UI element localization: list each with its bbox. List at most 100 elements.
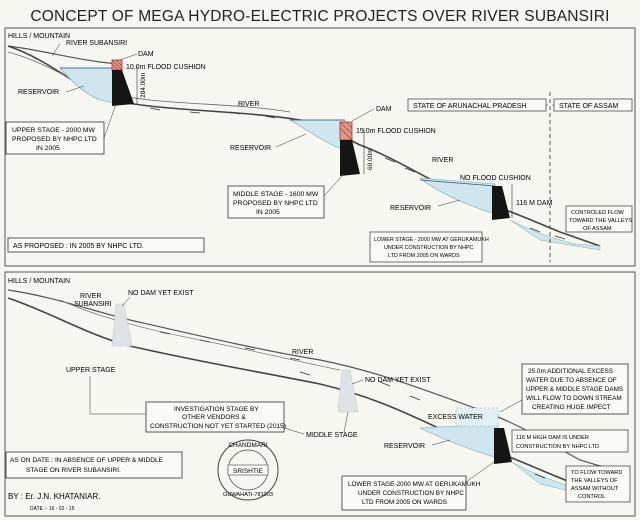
upper-stage-label: UPPER STAGE	[66, 367, 116, 374]
reservoir-label-bottom: RESERVOIR	[384, 443, 425, 450]
dam-height-2: 69.00m	[367, 148, 374, 170]
river-label-2: RIVER	[432, 157, 453, 164]
lower-reservoir-water-bottom	[419, 423, 499, 459]
lower-water-line	[419, 179, 496, 187]
flow-arrows-bottom	[159, 331, 546, 479]
middle-stage-line-1: MIDDLE STAGE - 1600 MW	[233, 191, 319, 198]
lower-stage-bottom-line-1: LOWER STAGE-2000 MW AT GERUKAMUKH	[348, 481, 481, 488]
upper-stage-line-2: PROPOSED BY NHPC LTD	[12, 136, 97, 143]
as-on-date-box	[5, 451, 183, 479]
middle-reservoir-water	[288, 119, 346, 151]
leader-no-dam-1	[121, 296, 131, 307]
middle-dam	[340, 140, 360, 176]
ghost-dam-middle	[337, 369, 359, 413]
state-arunachal-label: STATE OF ARUNACHAL PRADESH	[413, 103, 526, 110]
stamp-bottom: GUWAHATI-781003	[223, 492, 273, 498]
flood-cushion-1: 10.0m FLOOD CUSHION	[126, 64, 206, 71]
lower-stage-box-bottom	[341, 475, 467, 511]
excess-line-5: CREATING HUGE IMPECT	[532, 404, 611, 411]
middle-stage-line-3: IN 2005	[256, 209, 280, 216]
river-subansiri-label: RIVER SUBANSIRI	[66, 40, 127, 47]
lower-dam	[492, 186, 510, 220]
lower-dam-bottom	[494, 428, 512, 464]
dam-116-line-1: 116 M HIGH DAM IS UNDER	[516, 435, 589, 441]
upper-reservoir-water	[59, 67, 119, 105]
to-flow-line-4: CONTROL	[578, 494, 605, 500]
leader-dam-1	[119, 53, 138, 61]
lower-stage-top-line-1: LOWER STAGE - 2000 MW AT GERUKAMUKH	[374, 237, 489, 243]
leader-dam-2	[351, 108, 375, 122]
middle-stage-box	[227, 185, 325, 219]
middle-stage-line-2: PROPOSED BY NHPC LTD	[233, 200, 318, 207]
controlled-flow-line-3: OF ASSAM	[583, 226, 612, 232]
middle-stage-label: MIDDLE STAGE	[306, 432, 358, 439]
river-label-bottom: RIVER	[292, 349, 313, 356]
reservoir-label-1: RESERVOIR	[18, 89, 59, 96]
upper-dam	[112, 70, 134, 106]
as-on-date-line-1: AS ON DATE : IN ABSENCE OF UPPER & MIDDL…	[10, 457, 164, 464]
excess-line-1: 25.0m ADDITIONAL EXCESS	[528, 368, 613, 375]
leader-reservoir-1	[65, 85, 85, 93]
stamp-top: CHANDMARI	[228, 442, 268, 449]
bottom-panel-frame	[4, 271, 636, 517]
leader-excess-box	[499, 399, 523, 413]
upper-bank-bottom	[7, 289, 621, 473]
river-subansiri-line-1: RIVER	[80, 293, 101, 300]
reservoir-label-2: RESERVOIR	[230, 145, 271, 152]
hills-label-bottom: HILLS / MOUNTAIN	[8, 278, 70, 285]
leader-middle-stage	[283, 427, 305, 435]
leader-lower-stage-bottom	[465, 461, 495, 483]
dam-label-1: DAM	[138, 51, 154, 58]
upper-cushion-hatch	[111, 59, 123, 71]
dam-label-2: DAM	[376, 106, 392, 113]
as-proposed-box	[7, 237, 205, 253]
lower-stage-top-line-2: UNDER CONSTRUCTION BY NHPC	[384, 245, 474, 251]
excess-box	[521, 363, 629, 415]
excess-water-zone	[455, 407, 499, 427]
excess-line-2: WATER DUE TO ABSENCE OF	[526, 377, 617, 384]
leader-river-subansiri	[51, 43, 61, 57]
author-label: BY : Er. J.N. KHATANIAR.	[8, 492, 100, 501]
upper-stage-box	[5, 121, 105, 155]
middle-flood-cushion	[339, 121, 353, 141]
hill-profile-top	[7, 45, 119, 65]
no-flood-cushion: NO FLOOD CUSHION	[460, 175, 531, 182]
leader-upper-stage	[103, 103, 117, 139]
lower-stage-bottom-line-2: UNDER CONSTRUCTION BY NHPC	[358, 490, 464, 497]
to-flow-line-1: TO FLOW TOWARD	[571, 470, 622, 476]
as-proposed-label: AS PROPOSED : IN 2005 BY NHPC LTD.	[13, 243, 144, 250]
river-subansiri-line-2: SUBANSIRI	[74, 301, 112, 308]
no-dam-label-2: NO DAM YET EXIST	[365, 377, 431, 384]
stamp-middle: SRISHTIE	[233, 468, 264, 475]
excess-line-4: WILL FLOW TO DOWN STREAM	[526, 395, 622, 402]
controlled-flow-line-1: CONTROLED FLOW	[571, 210, 625, 216]
investigation-line-1: INVESTIGATION STAGE BY	[174, 406, 259, 413]
lower-stage-box-top	[369, 231, 483, 263]
reservoir-label-3: RESERVOIR	[390, 205, 431, 212]
dam-116-line-2: CONSTRUCTION BY NHPC LTD	[516, 444, 599, 450]
controlled-flow-box	[565, 205, 633, 233]
excess-water-label: EXCESS WATER	[428, 414, 483, 421]
top-panel-frame	[4, 27, 636, 267]
hills-label-top: HILLS / MOUNTAIN	[8, 33, 70, 40]
lower-stage-top-line-3: LTD FROM 2005 ON WARDS	[388, 253, 460, 259]
date-label: DATE :- 16 - 02 - 15	[30, 506, 75, 512]
river-label-1: RIVER	[238, 101, 259, 108]
state-assam-label: STATE OF ASSAM	[559, 103, 618, 110]
downstream-water-top	[509, 219, 601, 251]
state-arunachal-box	[407, 98, 547, 112]
river-flow-line-bottom	[59, 299, 341, 371]
lower-stage-bottom-line-3: LTD FROM 2005 ON WARDS	[362, 499, 447, 506]
middle-cushion-hatch	[339, 121, 353, 141]
dam-116-label: 116 M DAM	[516, 200, 553, 207]
to-flow-box	[565, 465, 631, 503]
leader-reservoir-2	[275, 133, 307, 148]
investigation-line-3: CONSTRUCTION NOT YET STARTED (2015)	[150, 423, 286, 430]
leader-middle-stage	[323, 175, 343, 197]
controlled-flow-line-2: TOWARD THE VALLEYS	[569, 218, 632, 224]
author-stamp: SRISHTIE CHANDMARI GUWAHATI-781003	[217, 439, 279, 501]
leader-reservoir-bottom	[431, 439, 451, 446]
ghost-dam-upper	[111, 303, 133, 347]
investigation-line-2: OTHER VENDORS &	[182, 414, 246, 421]
